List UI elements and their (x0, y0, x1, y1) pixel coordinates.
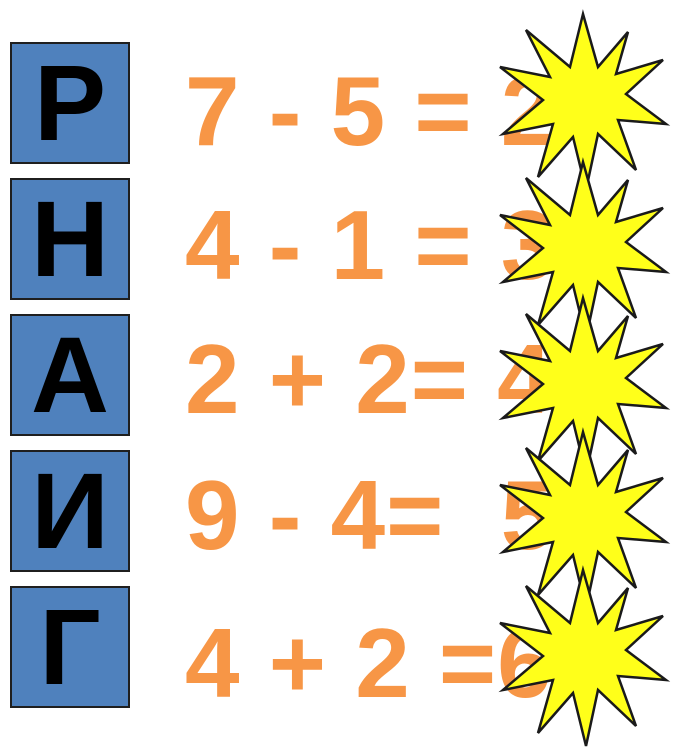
yellow-burst-icon[interactable] (498, 565, 671, 748)
letter-tile[interactable]: И (10, 450, 130, 572)
equation: 4 - 1 = 3 (185, 196, 556, 294)
letter: Р (33, 42, 107, 163)
equation-row: Г 4 + 2 =6 (0, 565, 676, 747)
equation-row: Н 4 - 1 = 3 (0, 157, 676, 339)
letter-tile[interactable]: А (10, 314, 130, 436)
letter: А (31, 314, 109, 435)
equation: 7 - 5 = 2 (185, 62, 556, 160)
letter: Н (31, 178, 109, 299)
equation-row: И 9 - 4= 5 (0, 427, 676, 609)
equation-row: Р 7 - 5 = 2 (0, 9, 676, 191)
letter-tile[interactable]: Н (10, 178, 130, 300)
letter-tile[interactable]: Г (10, 586, 130, 708)
equation-expression: 7 - 5 = (185, 56, 501, 166)
equation: 4 + 2 =6 (185, 614, 553, 712)
equation-expression: 4 - 1 = (185, 190, 501, 300)
equation-row: А 2 + 2= 4 (0, 293, 676, 475)
letter-tile[interactable]: Р (10, 42, 130, 164)
equation-expression: 9 - 4= (185, 460, 501, 570)
letter: Г (39, 586, 101, 707)
equation-expression: 2 + 2= (185, 324, 498, 434)
letter: И (31, 450, 109, 571)
equation-expression: 4 + 2 = (185, 608, 498, 718)
